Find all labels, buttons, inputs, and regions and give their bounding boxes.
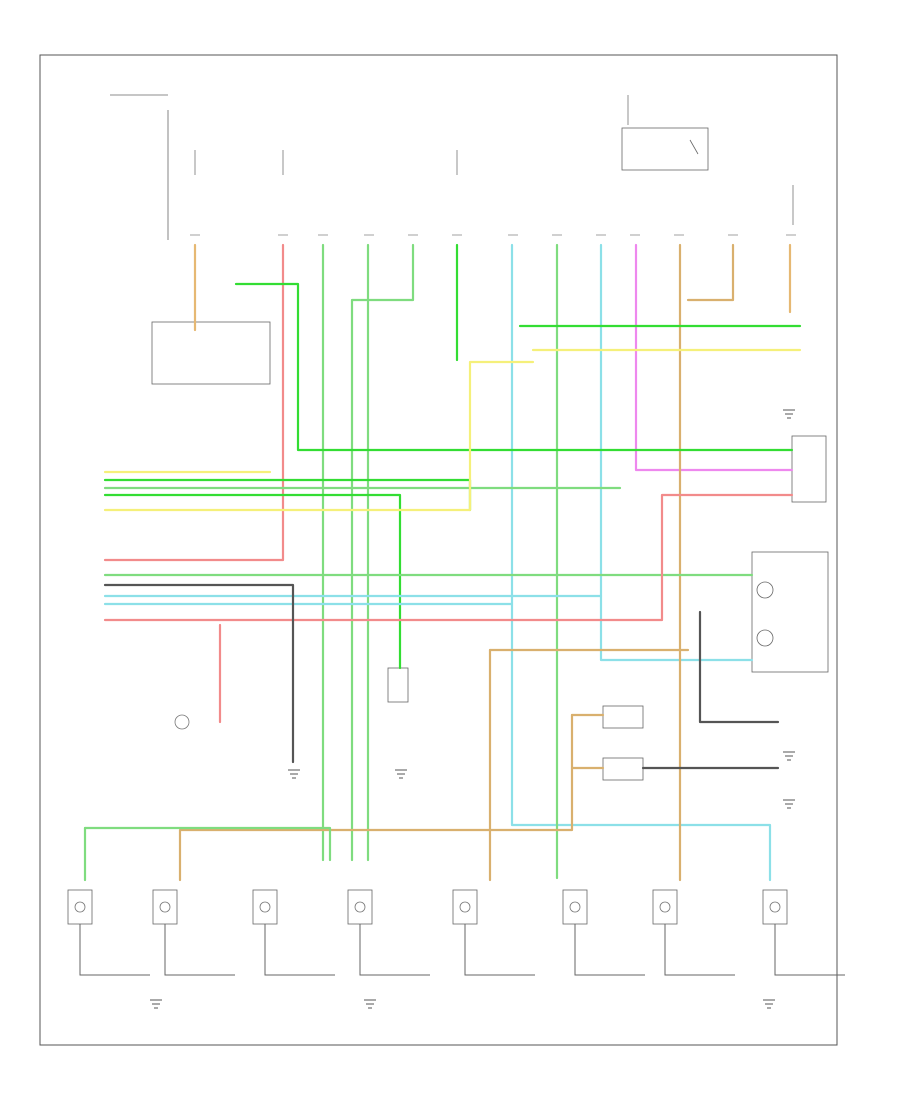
wire-black-34 (698, 610, 780, 724)
right-connector-block (791, 435, 827, 503)
wire-red-24 (103, 493, 794, 622)
wire-harness (83, 243, 802, 882)
indicator-left (756, 581, 774, 599)
fuse-symbols (194, 95, 794, 225)
wire-black-26 (103, 583, 295, 764)
ground-symbols (150, 409, 795, 1009)
wire-magenta-9 (634, 243, 794, 472)
wire-tan-11 (686, 243, 735, 302)
wire-green-32 (83, 826, 332, 862)
lamp-socket-6 (652, 889, 735, 976)
bottom-lamp-row (67, 889, 845, 976)
diagram-frame (39, 54, 838, 1046)
license-lamp-right (602, 757, 644, 781)
lamp-socket-3 (347, 889, 430, 976)
lamp-socket-2 (252, 889, 335, 976)
lamp-socket-0 (67, 889, 150, 976)
lower-left-lamp (174, 714, 190, 730)
lamp-socket-5 (562, 889, 645, 976)
wire-tan-30 (178, 713, 574, 882)
dome-lamp-box (387, 667, 409, 703)
wire-red-1 (103, 243, 285, 562)
relay-box-top-right (621, 127, 709, 171)
wire-cyan-8 (599, 243, 754, 662)
license-lamp-left (602, 705, 644, 729)
headlamp-switch-module (151, 321, 271, 385)
cluster-module (751, 551, 829, 673)
lamp-socket-7 (762, 889, 845, 976)
indicator-right (756, 629, 774, 647)
wire-bright_green-13 (234, 282, 794, 452)
lamp-socket-1 (152, 889, 235, 976)
top-fuse-area (110, 94, 709, 240)
wire-bright_green-19 (103, 493, 402, 670)
wire-cyan-6 (510, 243, 772, 882)
wire-green-4 (350, 243, 415, 862)
lamp-socket-4 (452, 889, 535, 976)
wire-yellow-20 (103, 360, 535, 512)
